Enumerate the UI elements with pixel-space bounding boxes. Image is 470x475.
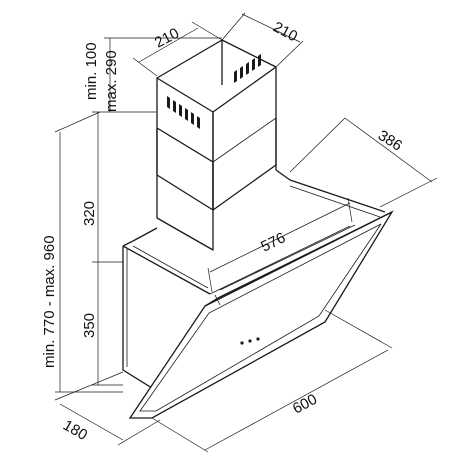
dim-chimney-width-left: 210 xyxy=(132,21,223,77)
label-body-depth: 180 xyxy=(60,417,90,444)
label-width: 600 xyxy=(290,391,320,418)
label-inner-width: 576 xyxy=(258,229,288,255)
label-chimney-min: min. 100 xyxy=(83,42,100,100)
dim-body-height: 350 xyxy=(81,262,123,386)
label-total-height: min. 770 - max. 960 xyxy=(41,235,58,368)
dim-chimney-height: 320 xyxy=(81,111,157,263)
label-chimney-height: 320 xyxy=(81,201,98,226)
glass-panel xyxy=(128,210,394,419)
vent-right xyxy=(234,54,261,83)
dim-chimney-width-right: 210 xyxy=(221,12,304,68)
control-button-icon xyxy=(248,339,252,343)
label-chimney-width-right: 210 xyxy=(270,19,300,46)
label-depth: 386 xyxy=(375,127,405,155)
control-button-icon xyxy=(240,341,244,345)
control-button-icon xyxy=(256,337,260,341)
hood-body xyxy=(122,179,386,394)
label-body-height: 350 xyxy=(81,313,98,338)
vent-left xyxy=(167,96,200,129)
label-chimney-max: max. 290 xyxy=(103,50,120,112)
lower-chimney xyxy=(156,118,291,251)
dim-chimney-min-max: min. 100 max. 290 xyxy=(83,37,222,112)
dim-total-height: min. 770 - max. 960 xyxy=(41,111,123,393)
